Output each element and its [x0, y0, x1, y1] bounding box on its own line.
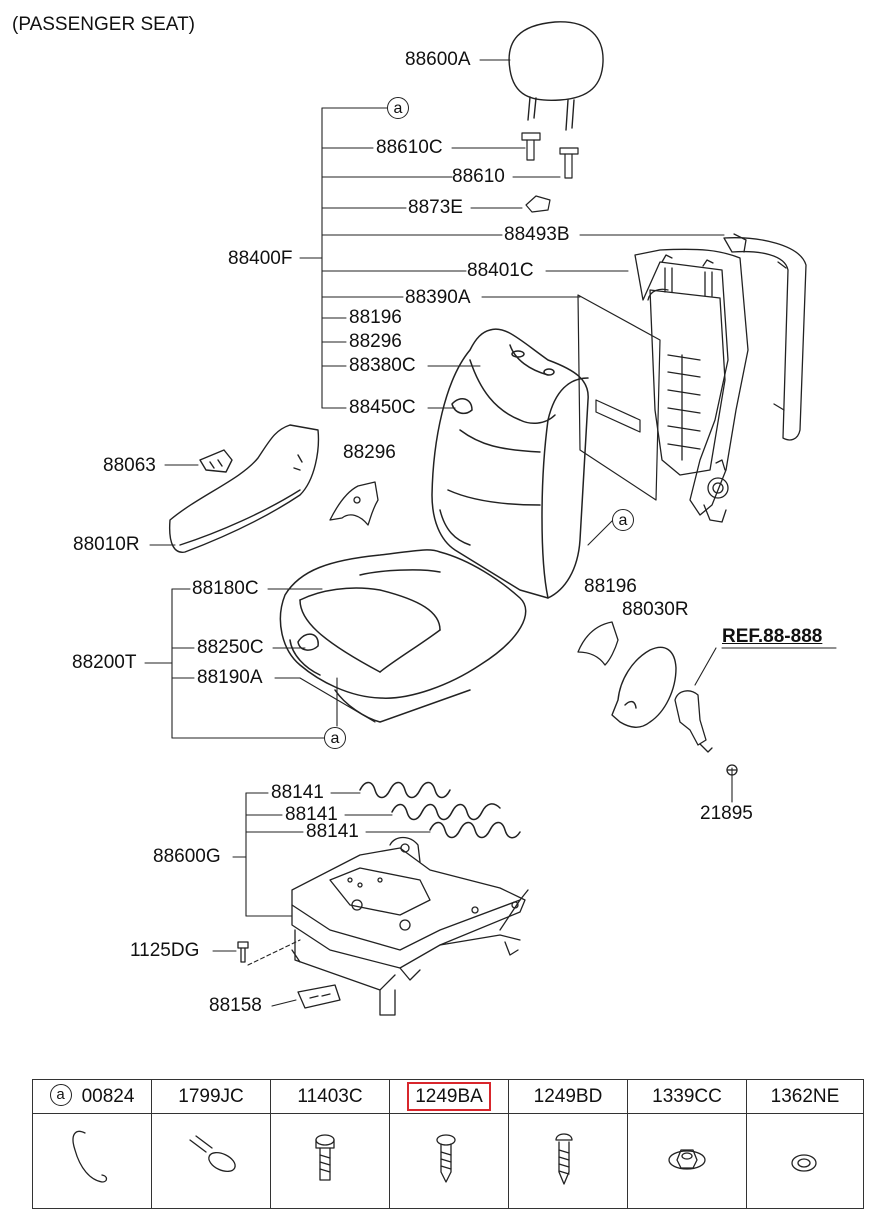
seat-frame-track — [291, 836, 529, 1016]
washer-icon — [747, 1114, 863, 1208]
part-label-88296: 88296 — [349, 331, 402, 352]
leader-lines — [144, 59, 837, 1007]
common-parts-table: a 00824 1799JC 11403C 1249BA 1249BD 1339C… — [32, 1079, 864, 1209]
springs-88141 — [359, 781, 521, 839]
part-label-88610: 88610 — [452, 166, 505, 187]
seat-back-cushion — [431, 328, 589, 599]
part-code-1249BA-highlighted[interactable]: 1249BA — [407, 1082, 491, 1111]
part-label-88190A: 88190A — [197, 667, 263, 688]
part-label-88063: 88063 — [103, 455, 156, 476]
nut-icon — [628, 1114, 746, 1208]
screw-icon — [390, 1114, 508, 1208]
part-code-11403C[interactable]: 11403C — [297, 1086, 363, 1107]
part-label-88296-lower: 88296 — [343, 442, 396, 463]
part-label-21895: 21895 — [700, 803, 753, 824]
part-label-88390A: 88390A — [405, 287, 471, 308]
parts-col-header: 11403C — [271, 1080, 389, 1114]
parts-col-3: 1249BA — [390, 1080, 509, 1208]
cover-88158 — [297, 984, 341, 1009]
side-cover-part — [168, 424, 320, 553]
seat-cushion — [279, 549, 527, 723]
parts-col-0: a 00824 — [33, 1080, 152, 1208]
bolt-1125DG — [237, 941, 249, 963]
marker-a-table: a — [49, 1083, 72, 1106]
recliner-handle-part — [674, 690, 738, 776]
bracket-88196 — [577, 621, 619, 666]
parts-col-header: 1362NE — [747, 1080, 863, 1114]
bolt-icon — [271, 1114, 389, 1208]
part-label-88610C: 88610C — [376, 137, 443, 158]
part-label-1125DG: 1125DG — [130, 940, 200, 961]
band-clip-icon — [152, 1114, 270, 1208]
part-label-88141-2: 88141 — [285, 804, 338, 825]
part-code-1339CC[interactable]: 1339CC — [652, 1086, 722, 1107]
part-label-88141-1: 88141 — [271, 782, 324, 803]
part-label-88200T: 88200T — [72, 652, 137, 673]
table-icons — [72, 1130, 817, 1185]
diagram-title: (PASSENGER SEAT) — [12, 14, 195, 35]
part-label-8873E: 8873E — [408, 197, 463, 218]
parts-col-1: 1799JC — [152, 1080, 271, 1208]
screw-icon — [509, 1114, 627, 1208]
parts-col-5: 1339CC — [628, 1080, 747, 1208]
guide-parts — [521, 132, 579, 213]
bracket-88296 — [329, 481, 379, 526]
part-label-88030R: 88030R — [622, 599, 689, 620]
part-label-88180C: 88180C — [192, 578, 259, 599]
part-label-88600G: 88600G — [153, 846, 221, 867]
part-label-88493B: 88493B — [504, 224, 570, 245]
part-label-88400F: 88400F — [228, 248, 293, 269]
ref-link-88-888[interactable]: REF.88-888 — [722, 626, 823, 647]
hook-clip-icon — [33, 1114, 151, 1208]
parts-col-header: a 00824 — [33, 1080, 151, 1114]
side-cover-88030R — [611, 646, 677, 728]
parts-col-header: 1249BD — [509, 1080, 627, 1114]
part-label-88450C: 88450C — [349, 397, 416, 418]
headrest-part — [508, 21, 604, 131]
parts-col-header: 1249BA — [390, 1080, 508, 1114]
part-code-00824[interactable]: 00824 — [81, 1086, 135, 1107]
part-code-1799JC[interactable]: 1799JC — [178, 1086, 244, 1107]
part-label-88141-3: 88141 — [306, 821, 359, 842]
part-label-88158: 88158 — [209, 995, 262, 1016]
parts-col-4: 1249BD — [509, 1080, 628, 1208]
part-label-88196-lower: 88196 — [584, 576, 637, 597]
marker-a-top: a — [387, 97, 409, 119]
part-code-1362NE[interactable]: 1362NE — [770, 1086, 840, 1107]
parts-col-header: 1339CC — [628, 1080, 746, 1114]
part-label-88600A: 88600A — [405, 49, 471, 70]
marker-a-cushion: a — [324, 727, 346, 749]
seat-back-frame — [634, 233, 807, 523]
marker-a-back: a — [612, 509, 634, 531]
part-label-88010R: 88010R — [73, 534, 140, 555]
part-label-88380C: 88380C — [349, 355, 416, 376]
part-code-1249BD[interactable]: 1249BD — [533, 1086, 603, 1107]
part-label-88401C: 88401C — [467, 260, 534, 281]
part-label-88250C: 88250C — [197, 637, 264, 658]
back-board-part — [577, 294, 661, 501]
parts-col-6: 1362NE — [747, 1080, 863, 1208]
parts-col-header: 1799JC — [152, 1080, 270, 1114]
part-label-88196: 88196 — [349, 307, 402, 328]
parts-col-2: 11403C — [271, 1080, 390, 1208]
